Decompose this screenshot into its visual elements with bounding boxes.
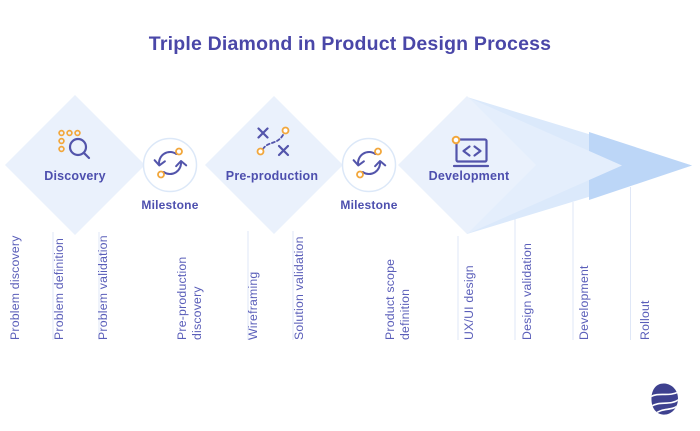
stage-label-solution-validation: Solution validation (291, 236, 306, 340)
stage-label-problem-definition: Problem definition (51, 237, 66, 340)
sync-orange-dots (157, 147, 183, 179)
pre-production-diamond (205, 96, 343, 234)
stage-label-problem-validation: Problem validation (95, 235, 110, 340)
arrow-chevron-triangle (467, 97, 622, 234)
search-dots-icon (58, 129, 91, 160)
milestone-circle-2-ring (341, 137, 397, 193)
strategy-orange-dots (256, 126, 290, 156)
milestone-circle-2 (342, 138, 396, 192)
code-window-icon (451, 135, 490, 168)
discovery-diamond (5, 95, 145, 235)
milestone-circle-1-ring (142, 137, 198, 193)
phase-label-pre-production: Pre-production (225, 169, 319, 183)
stage-label-wireframing: Wireframing (245, 271, 260, 340)
logo-pebble-shape (651, 383, 679, 415)
sync-arrows-icon (153, 147, 188, 179)
phase-label-discovery: Discovery (44, 169, 106, 183)
stage-label-development: Development (576, 265, 591, 340)
milestone-label-2: Milestone (340, 198, 398, 212)
stage-divider-lines (52, 187, 631, 340)
arrow-dark-triangle (589, 132, 692, 200)
phase-label-development: Development (428, 169, 510, 183)
stage-label-problem-discovery: Problem discovery (7, 235, 22, 340)
stage-label-product-scope-definition: Product scope definition (383, 258, 412, 340)
brand-logo (651, 383, 679, 415)
search-dots-orange (58, 129, 81, 153)
stage-label-ux-ui-design: UX/UI design (461, 265, 476, 340)
milestone-circle-1 (143, 138, 197, 192)
strategy-icon (256, 126, 290, 157)
stage-label-rollout: Rollout (637, 300, 652, 340)
code-window-orange-dot (451, 135, 461, 145)
milestone-label-1: Milestone (141, 198, 199, 212)
stage-label-pre-production-discovery: Pre-production discovery (174, 256, 204, 340)
stage-label-design-validation: Design validation (519, 242, 534, 340)
page-title: Triple Diamond in Product Design Process (148, 33, 552, 55)
forward-arrow-shape (467, 97, 692, 234)
